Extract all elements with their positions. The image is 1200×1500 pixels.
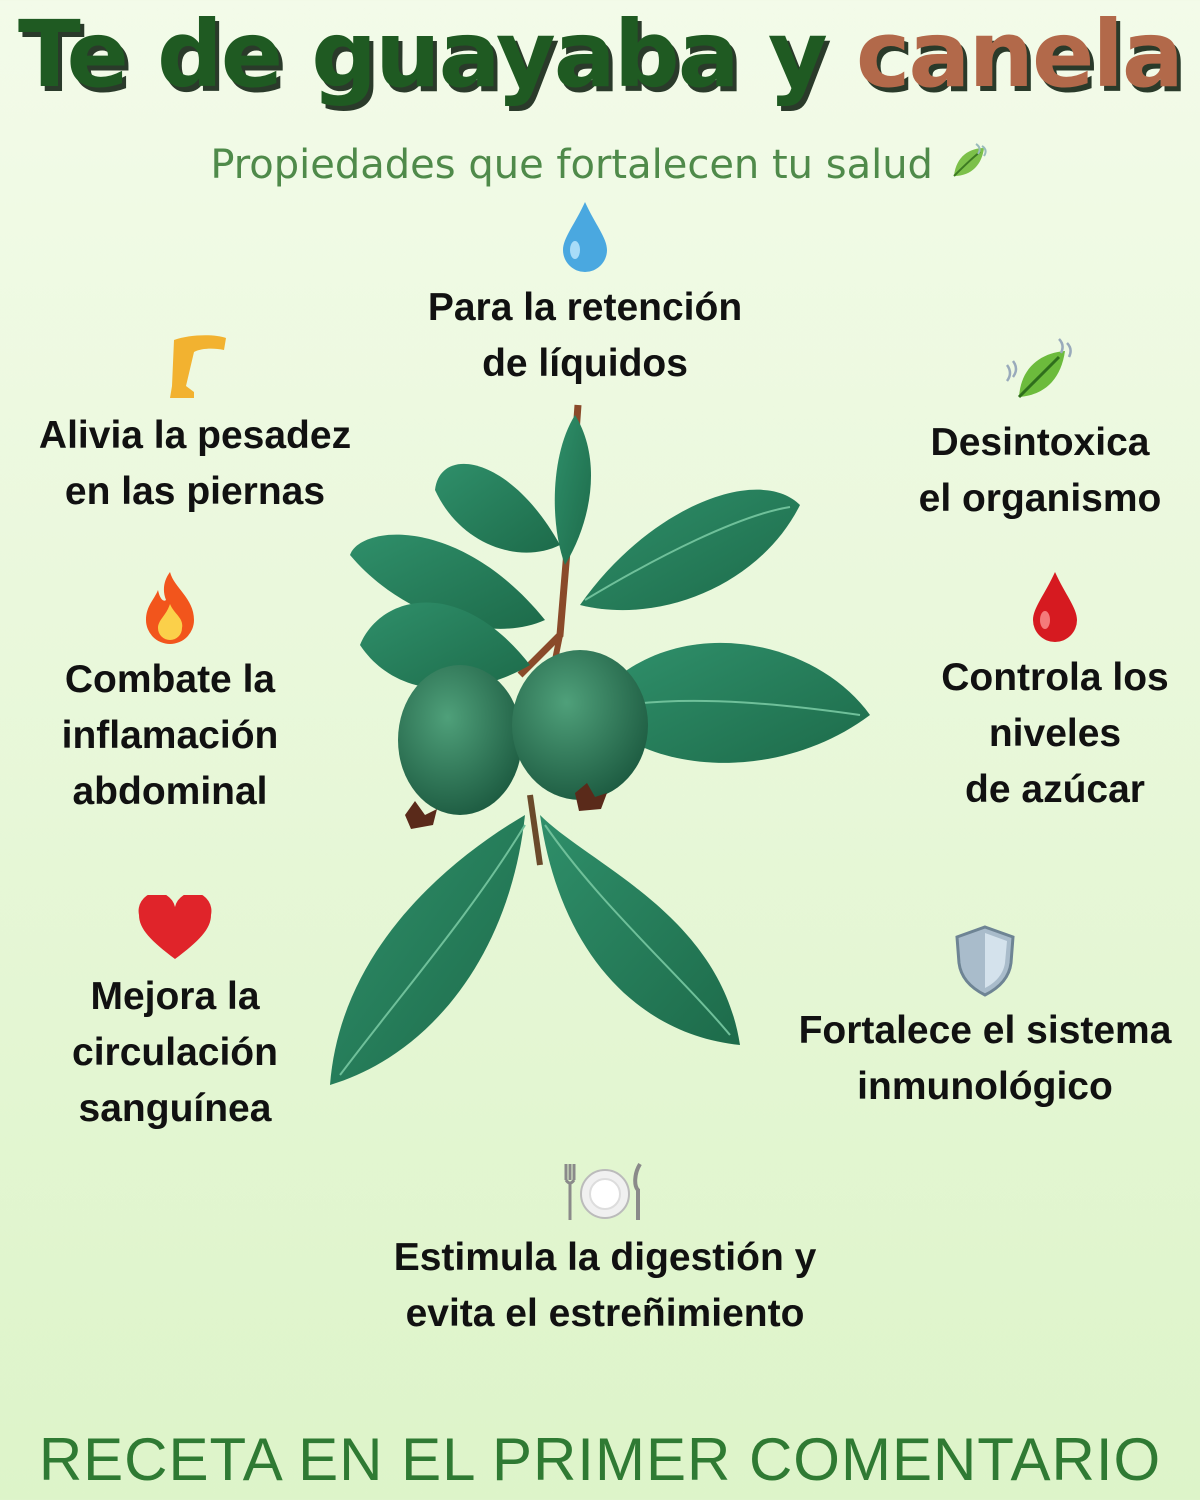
- fire-icon: [146, 572, 194, 644]
- leaf-icon: [1005, 338, 1072, 399]
- shield-icon: [955, 925, 1015, 997]
- benefit-digestion: Estimula la digestión y evita el estreñi…: [350, 1160, 860, 1342]
- subtitle-text: Propiedades que fortalecen tu salud: [210, 142, 933, 188]
- blood-drop-icon: [1033, 572, 1077, 642]
- benefit-inmune-label: Fortalece el sistema inmunológico: [798, 1009, 1172, 1108]
- benefit-piernas: Alivia la pesadez en las piernas: [10, 330, 380, 520]
- benefit-digestion-label: Estimula la digestión y evita el estreñi…: [393, 1236, 817, 1335]
- benefit-desintoxica: Desintoxica el organismo: [890, 335, 1190, 527]
- benefit-desintoxica-label: Desintoxica el organismo: [918, 421, 1162, 520]
- benefit-piernas-label: Alivia la pesadez en las piernas: [38, 414, 352, 513]
- benefit-retencion-label: Para la retención de líquidos: [427, 286, 743, 385]
- title-part-guayaba: Te de guayaba y: [17, 1, 828, 108]
- page-title: Te de guayaba y canela: [0, 0, 1200, 110]
- leaf-icon: [952, 143, 987, 177]
- title-part-canela: canela: [855, 1, 1184, 108]
- droplet-icon: [563, 202, 607, 272]
- benefit-circulacion-label: Mejora la circulación sanguínea: [72, 975, 278, 1130]
- plate-icon: [564, 1162, 642, 1220]
- benefit-inflamacion-label: Combate la inflamación abdominal: [61, 658, 279, 813]
- leg-icon: [170, 335, 226, 398]
- subtitle: Propiedades que fortalecen tu salud: [0, 140, 1200, 188]
- benefit-circulacion: Mejora la circulación sanguínea: [20, 895, 330, 1137]
- benefit-retencion: Para la retención de líquidos: [360, 200, 810, 392]
- guava-branch-image: [330, 404, 870, 1085]
- benefit-azucar: Controla los niveles de azúcar: [900, 570, 1200, 818]
- heart-icon: [138, 895, 212, 959]
- benefit-azucar-label: Controla los niveles de azúcar: [941, 656, 1169, 811]
- benefit-inmune: Fortalece el sistema inmunológico: [770, 925, 1200, 1115]
- benefit-inflamacion: Combate la inflamación abdominal: [20, 570, 320, 820]
- footer-cta: RECETA EN EL PRIMER COMENTARIO: [38, 1426, 1162, 1493]
